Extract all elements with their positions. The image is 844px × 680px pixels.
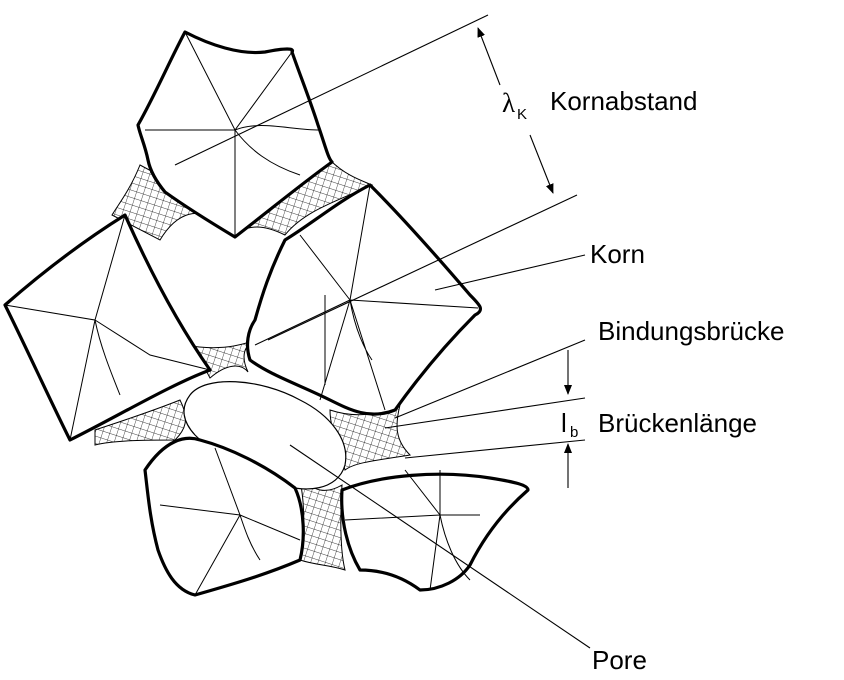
- spacing-line-upper: [174, 14, 489, 166]
- bridge-length-symbol-group: l b: [561, 408, 578, 441]
- grain-spacing-symbol: λ: [502, 88, 515, 118]
- bond-bridge-left: [94, 399, 186, 446]
- grain-spacing-label: λ K: [502, 88, 527, 123]
- pore-label: Pore: [592, 645, 647, 675]
- grains: [3, 30, 530, 597]
- grain-spacing-dimension: [174, 14, 578, 341]
- bridge-length-line-lower: [404, 439, 586, 459]
- pore-leader-line: [289, 444, 591, 649]
- grain-label: Korn: [590, 239, 645, 269]
- spacing-line-lower: [267, 194, 578, 341]
- spacing-arrow-down: [529, 134, 554, 194]
- bridge-length-line-upper: [384, 397, 586, 429]
- grain-bottom-left: [143, 436, 305, 597]
- bond-bridge-bottom: [299, 478, 346, 571]
- grain-bottom-right: [340, 469, 530, 592]
- grain-right: [245, 183, 483, 416]
- grain-spacing-subscript: K: [517, 106, 527, 123]
- bridge-length-symbol: l: [561, 408, 567, 438]
- bridge-length-subscript: b: [570, 424, 578, 441]
- korn-leader-line: [434, 254, 586, 291]
- grain-left: [3, 213, 212, 442]
- bridge-length-dimension: [384, 350, 586, 488]
- grain-spacing-text: Kornabstand: [550, 86, 697, 116]
- bond-bridge-label: Bindungsbrücke: [598, 316, 784, 346]
- spacing-arrow-up: [477, 27, 501, 86]
- grain-top: [136, 30, 334, 239]
- bond-bridge-leader-line: [394, 339, 586, 419]
- bond-bridges: [94, 159, 412, 571]
- bridge-length-text: Brückenlänge: [598, 408, 757, 438]
- pore-shape: [183, 381, 347, 490]
